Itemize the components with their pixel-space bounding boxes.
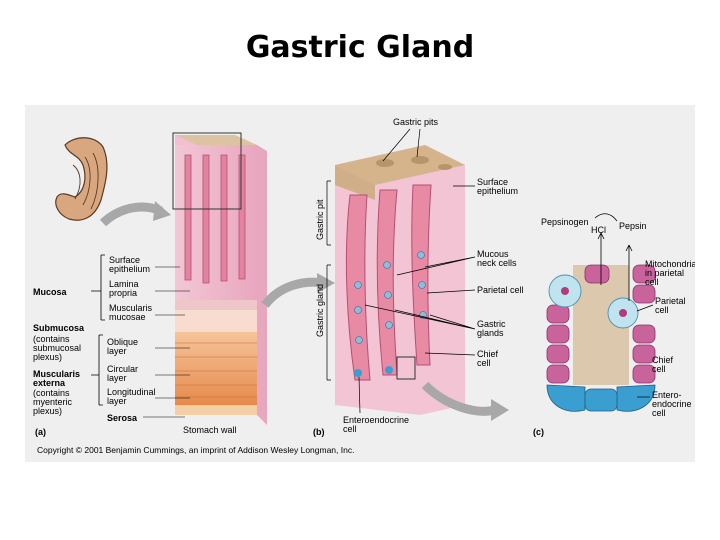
zoom-arrowhead-b [317, 273, 335, 293]
label-parietal-b: Parietal cell [477, 285, 524, 295]
label-gastric-pit-side: Gastric pit [315, 199, 325, 240]
zoom-arrowhead-c [491, 399, 509, 421]
svg-text:Longitudinal: Longitudinal [107, 387, 156, 397]
svg-text:cell: cell [652, 408, 666, 418]
svg-text:cell: cell [477, 358, 491, 368]
svg-text:Mucous: Mucous [477, 249, 509, 259]
stomach-wall-block [172, 132, 267, 425]
svg-text:Surface: Surface [109, 255, 140, 265]
svg-text:cell: cell [652, 364, 666, 374]
panel-a-letter: (a) [35, 427, 46, 437]
svg-text:externa: externa [33, 378, 66, 388]
svg-text:Chief: Chief [477, 349, 499, 359]
svg-text:submucosal: submucosal [33, 343, 81, 353]
svg-text:in parietal: in parietal [645, 268, 684, 278]
page-title: Gastric Gland [245, 30, 475, 65]
svg-text:myenteric: myenteric [33, 397, 73, 407]
copyright-text: Copyright © 2001 Benjamin Cummings, an i… [37, 445, 355, 455]
label-hcl: HCl [591, 225, 606, 235]
svg-text:epithelium: epithelium [109, 264, 150, 274]
svg-text:Muscularis: Muscularis [109, 303, 153, 313]
panel-c-letter: (c) [533, 427, 544, 437]
zoom-arrow-a [99, 202, 163, 227]
svg-text:layer: layer [107, 346, 127, 356]
svg-text:layer: layer [107, 396, 127, 406]
layer-submucosa: Submucosa [33, 323, 85, 333]
gland-detail [546, 264, 656, 412]
label-gastric-pits: Gastric pits [393, 117, 439, 127]
panel-a-caption: Stomach wall [183, 425, 237, 435]
panel-b-labels: Gastric pits Gastric pit Gastric gland S… [313, 117, 524, 437]
panel-c-labels: Pepsinogen Pepsin HCl Mitochondria in pa… [533, 213, 697, 437]
svg-text:plexus): plexus) [33, 352, 62, 362]
svg-text:Lamina: Lamina [109, 279, 139, 289]
gastric-gland-block [335, 145, 465, 415]
svg-text:(contains: (contains [33, 334, 70, 344]
label-gastric-gland-side: Gastric gland [315, 284, 325, 337]
layer-muscularis: Muscularis [33, 369, 80, 379]
svg-text:cell: cell [645, 277, 659, 287]
svg-text:Enteroendocrine: Enteroendocrine [343, 415, 409, 425]
zoom-box-c [396, 356, 416, 380]
svg-text:Parietal: Parietal [655, 296, 686, 306]
svg-text:epithelium: epithelium [477, 186, 518, 196]
label-pepsinogen: Pepsinogen [541, 217, 589, 227]
svg-text:Chief: Chief [652, 355, 674, 365]
svg-text:Entero-: Entero- [652, 390, 682, 400]
gastric-gland-diagram: Mucosa Submucosa (contains submucosal pl… [33, 117, 697, 437]
layer-serosa: Serosa [107, 413, 138, 423]
svg-text:Mitochondria: Mitochondria [645, 259, 695, 269]
layer-mucosa: Mucosa [33, 287, 68, 297]
svg-text:endocrine: endocrine [652, 399, 692, 409]
diagram-panel: Mucosa Submucosa (contains submucosal pl… [25, 105, 697, 462]
svg-text:mucosae: mucosae [109, 312, 146, 322]
svg-text:cell: cell [655, 305, 669, 315]
svg-text:Circular: Circular [107, 364, 138, 374]
svg-text:layer: layer [107, 373, 127, 383]
svg-text:(contains: (contains [33, 388, 70, 398]
panel-a-labels: Mucosa Submucosa (contains submucosal pl… [33, 254, 237, 437]
svg-text:Gastric: Gastric [477, 319, 506, 329]
svg-text:Oblique: Oblique [107, 337, 138, 347]
svg-text:glands: glands [477, 328, 504, 338]
zoom-arrowhead-a [153, 201, 171, 221]
svg-text:Surface: Surface [477, 177, 508, 187]
svg-text:neck cells: neck cells [477, 258, 517, 268]
svg-text:cell: cell [343, 424, 357, 434]
panel-b-letter: (b) [313, 427, 325, 437]
svg-text:propria: propria [109, 288, 137, 298]
zoom-arrow-c [421, 381, 497, 416]
svg-text:plexus): plexus) [33, 406, 62, 416]
stomach-icon [55, 137, 108, 221]
label-pepsin: Pepsin [619, 221, 647, 231]
